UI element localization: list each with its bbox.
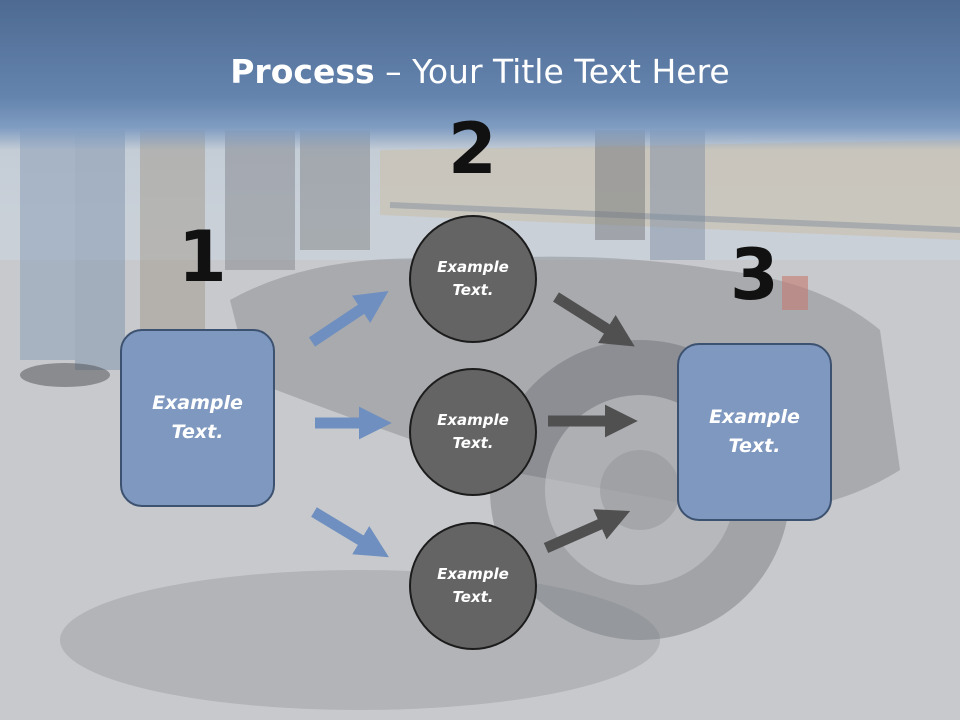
title-rest: – Your Title Text Here (374, 52, 730, 91)
arrow-from-circle-1 (553, 292, 635, 347)
step-number-2: 2 (448, 108, 497, 190)
title-bold: Process (230, 52, 375, 91)
step-number-1: 1 (178, 216, 227, 298)
right-box-label: Example Text. (709, 406, 800, 457)
step-number-3: 3 (730, 234, 779, 316)
circle-1-label: Example Text. (437, 258, 509, 299)
circle-2-label: Example Text. (437, 411, 509, 452)
slide-title: Process – Your Title Text Here (0, 52, 960, 91)
left-box-label: Example Text. (152, 392, 243, 443)
arrow-from-circle-3 (543, 509, 631, 554)
arrow-to-circle-3 (311, 507, 389, 558)
title-bar (0, 0, 960, 150)
left-box: Example Text. (120, 329, 275, 507)
circle-1: Example Text. (409, 215, 537, 343)
circle-2: Example Text. (409, 368, 537, 496)
circle-3: Example Text. (409, 522, 537, 650)
arrow-to-circle-1 (308, 291, 389, 347)
right-box: Example Text. (677, 343, 832, 521)
circle-3-label: Example Text. (437, 565, 509, 606)
